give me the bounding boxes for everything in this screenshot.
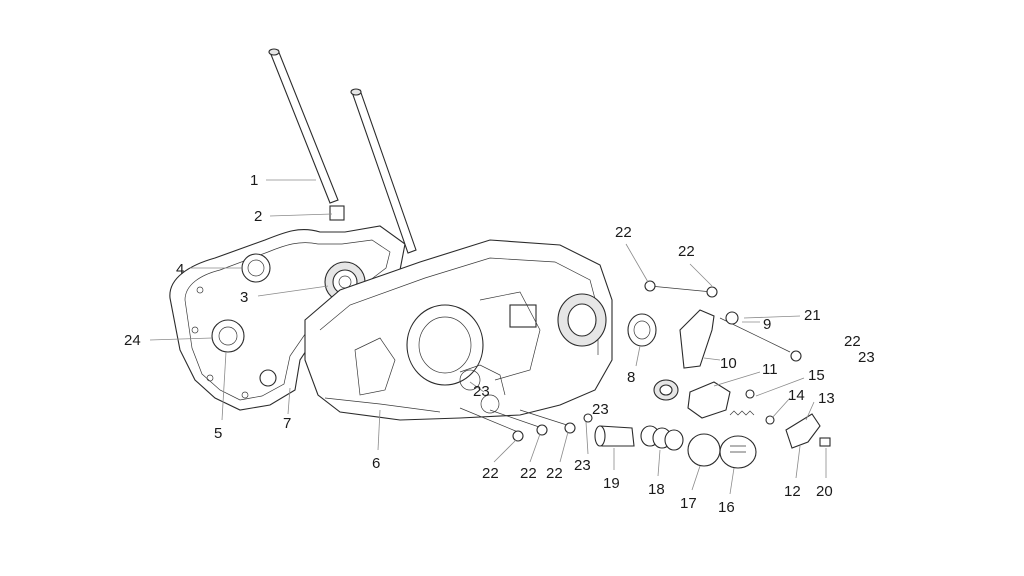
- bolt-22-a: [644, 280, 718, 298]
- callout-22-c: 22: [844, 333, 861, 350]
- screw-20: [819, 437, 831, 447]
- callout-22-f: 22: [546, 465, 563, 482]
- callout-19: 19: [603, 475, 620, 492]
- callout-1: 1: [250, 172, 258, 189]
- pushrod-right: [350, 88, 417, 254]
- callout-23-a: 23: [858, 349, 875, 366]
- callout-23-c: 23: [592, 401, 609, 418]
- bolt-22-b: [719, 311, 791, 353]
- callout-20: 20: [816, 483, 833, 500]
- callout-23-d: 23: [574, 457, 591, 474]
- callout-24: 24: [124, 332, 141, 349]
- seal-8: [627, 313, 657, 347]
- leader-lines: [149, 179, 827, 495]
- callout-7: 7: [283, 415, 291, 432]
- cap-17: [687, 433, 721, 467]
- pushrod-left: [268, 48, 339, 204]
- o-rings-18: [640, 425, 684, 451]
- callout-22-e: 22: [520, 465, 537, 482]
- callout-21: 21: [804, 307, 821, 324]
- bolts-22-bottom: [459, 407, 593, 442]
- callout-17: 17: [680, 495, 697, 512]
- bracket-10: [679, 309, 715, 369]
- bearing-11: [653, 379, 679, 401]
- callout-16: 16: [718, 499, 735, 516]
- main-crankcase: [304, 239, 613, 421]
- callout-6: 6: [372, 455, 380, 472]
- callout-13: 13: [818, 390, 835, 407]
- callout-2: 2: [254, 208, 262, 225]
- callout-22-b: 22: [678, 243, 695, 260]
- dowel-pin: [329, 205, 345, 221]
- callout-22-a: 22: [615, 224, 632, 241]
- nut-23: [790, 350, 802, 362]
- callout-14: 14: [788, 387, 805, 404]
- callout-11: 11: [762, 361, 778, 378]
- spring-14: [729, 410, 775, 425]
- callout-8: 8: [627, 369, 635, 386]
- plate-12: [785, 413, 821, 449]
- crankcase-gasket: [169, 225, 406, 411]
- callout-9: 9: [763, 316, 771, 333]
- callout-18: 18: [648, 481, 665, 498]
- callout-23-b: 23: [473, 383, 490, 400]
- callout-22-d: 22: [482, 465, 499, 482]
- callout-10: 10: [720, 355, 737, 372]
- callout-4: 4: [176, 261, 184, 278]
- bolt-15: [745, 389, 755, 399]
- block-part: [687, 381, 731, 419]
- callout-3: 3: [240, 289, 248, 306]
- callout-15: 15: [808, 367, 825, 384]
- callout-labels: 1 2 3 4 5 6 7 8 9 10 11 12 13 14 15 16 1…: [124, 172, 875, 516]
- plug-16: [719, 435, 757, 469]
- callout-12: 12: [784, 483, 801, 500]
- callout-5: 5: [214, 425, 222, 442]
- filter-19: [594, 425, 635, 447]
